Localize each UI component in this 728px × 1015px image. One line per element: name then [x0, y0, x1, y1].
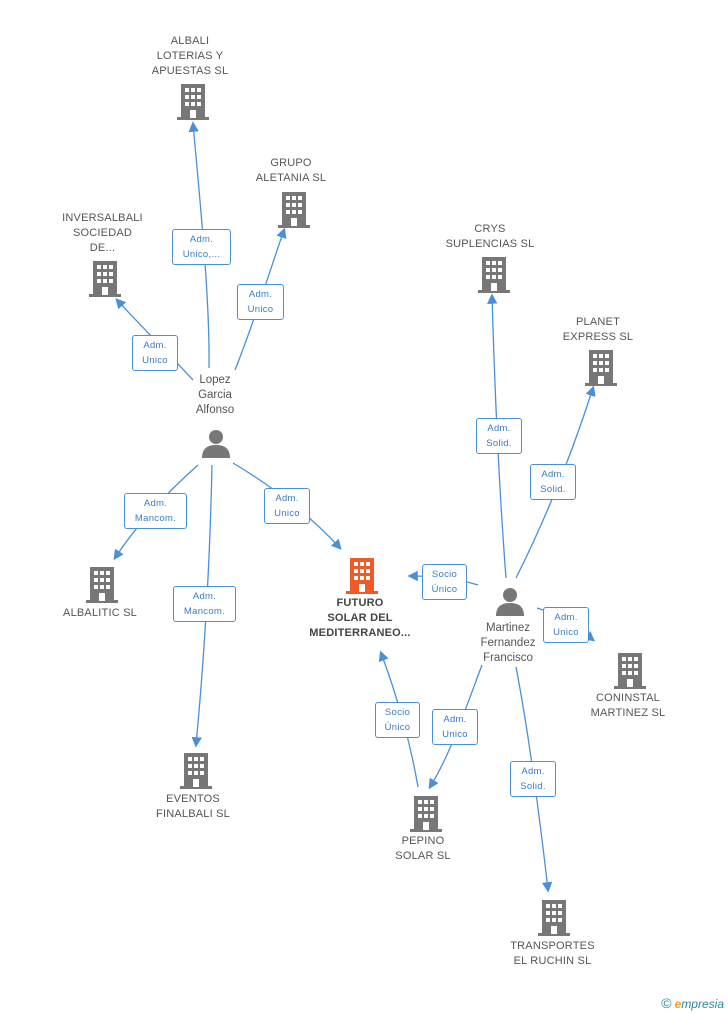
building-icon[interactable] — [538, 900, 570, 936]
edge-label-martinez-planet[interactable]: Adm. Solid. — [530, 464, 576, 500]
node-crys[interactable]: CRYS SUPLENCIAS SL — [435, 222, 545, 252]
node-label: TRANSPORTES EL RUCHIN SL — [510, 940, 595, 967]
edge-label-martinez-transportes[interactable]: Adm. Solid. — [510, 761, 556, 797]
node-futuro-solar[interactable]: FUTURO SOLAR DEL MEDITERRANEO... — [295, 596, 425, 641]
node-albali[interactable]: ALBALI LOTERIAS Y APUESTAS SL — [135, 34, 245, 79]
node-pepino[interactable]: PEPINO SOLAR SL — [368, 834, 478, 864]
brand-first-letter: e — [674, 997, 682, 1011]
building-icon[interactable] — [278, 192, 310, 228]
node-coninstal[interactable]: CONINSTAL MARTINEZ SL — [572, 691, 684, 721]
node-label: FUTURO SOLAR DEL MEDITERRANEO... — [309, 597, 411, 639]
node-label: INVERSALBALI SOCIEDAD DE... — [62, 212, 143, 254]
node-label: ALBALITIC SL — [63, 607, 137, 619]
node-label: EVENTOS FINALBALI SL — [156, 793, 230, 820]
person-icon[interactable] — [496, 587, 524, 616]
building-icon[interactable] — [410, 796, 442, 832]
edge-label-martinez-futuro[interactable]: Socio Único — [422, 564, 467, 600]
node-label: CONINSTAL MARTINEZ SL — [590, 692, 666, 719]
edge-label-lopez-albalitic[interactable]: Adm. Mancom. — [124, 493, 187, 529]
main-building-icon[interactable] — [346, 558, 378, 594]
node-eventos[interactable]: EVENTOS FINALBALI SL — [137, 792, 249, 822]
person-martinez[interactable]: Martinez Fernandez Francisco — [458, 621, 558, 666]
edge-label-lopez-eventos[interactable]: Adm. Mancom. — [173, 586, 236, 622]
person-lopez[interactable]: Lopez Garcia Alfonso — [165, 373, 265, 418]
building-icon[interactable] — [614, 653, 646, 689]
person-label: Martinez Fernandez Francisco — [480, 622, 536, 664]
edge-label-pepino-futuro[interactable]: Socio Único — [375, 702, 420, 738]
node-label: PEPINO SOLAR SL — [395, 835, 451, 862]
edge-label-martinez-crys[interactable]: Adm. Solid. — [476, 418, 522, 454]
building-icon[interactable] — [180, 753, 212, 789]
node-label: ALBALI LOTERIAS Y APUESTAS SL — [151, 35, 229, 77]
node-grupo-aletania[interactable]: GRUPO ALETANIA SL — [236, 156, 346, 186]
building-icon[interactable] — [478, 257, 510, 293]
building-icon[interactable] — [89, 261, 121, 297]
edge-label-martinez-coninstal[interactable]: Adm. Unico — [543, 607, 589, 643]
person-label: Lopez Garcia Alfonso — [195, 374, 235, 416]
building-icon[interactable] — [585, 350, 617, 386]
node-planet-express[interactable]: PLANET EXPRESS SL — [543, 315, 653, 345]
person-icon[interactable] — [202, 429, 230, 458]
node-label: PLANET EXPRESS SL — [562, 316, 634, 343]
edge-label-lopez-inversalbali[interactable]: Adm. Unico — [132, 335, 178, 371]
node-albalitic[interactable]: ALBALITIC SL — [45, 606, 155, 621]
copyright-icon: © — [661, 995, 672, 1011]
brand-rest: mpresia — [681, 997, 724, 1011]
edge-label-lopez-grupo[interactable]: Adm. Unico — [237, 284, 284, 320]
edge-label-martinez-pepino[interactable]: Adm. Unico — [432, 709, 478, 745]
node-transportes[interactable]: TRANSPORTES EL RUCHIN SL — [495, 939, 610, 969]
building-icon[interactable] — [177, 84, 209, 120]
node-label: GRUPO ALETANIA SL — [255, 157, 327, 184]
edge-label-lopez-albali[interactable]: Adm. Unico,... — [172, 229, 231, 265]
edge-label-lopez-futuro[interactable]: Adm. Unico — [264, 488, 310, 524]
node-label: CRYS SUPLENCIAS SL — [445, 223, 535, 250]
brand-watermark: ©empresia — [661, 995, 724, 1011]
building-icon[interactable] — [86, 567, 118, 603]
node-inversalbali[interactable]: INVERSALBALI SOCIEDAD DE... — [45, 211, 160, 256]
